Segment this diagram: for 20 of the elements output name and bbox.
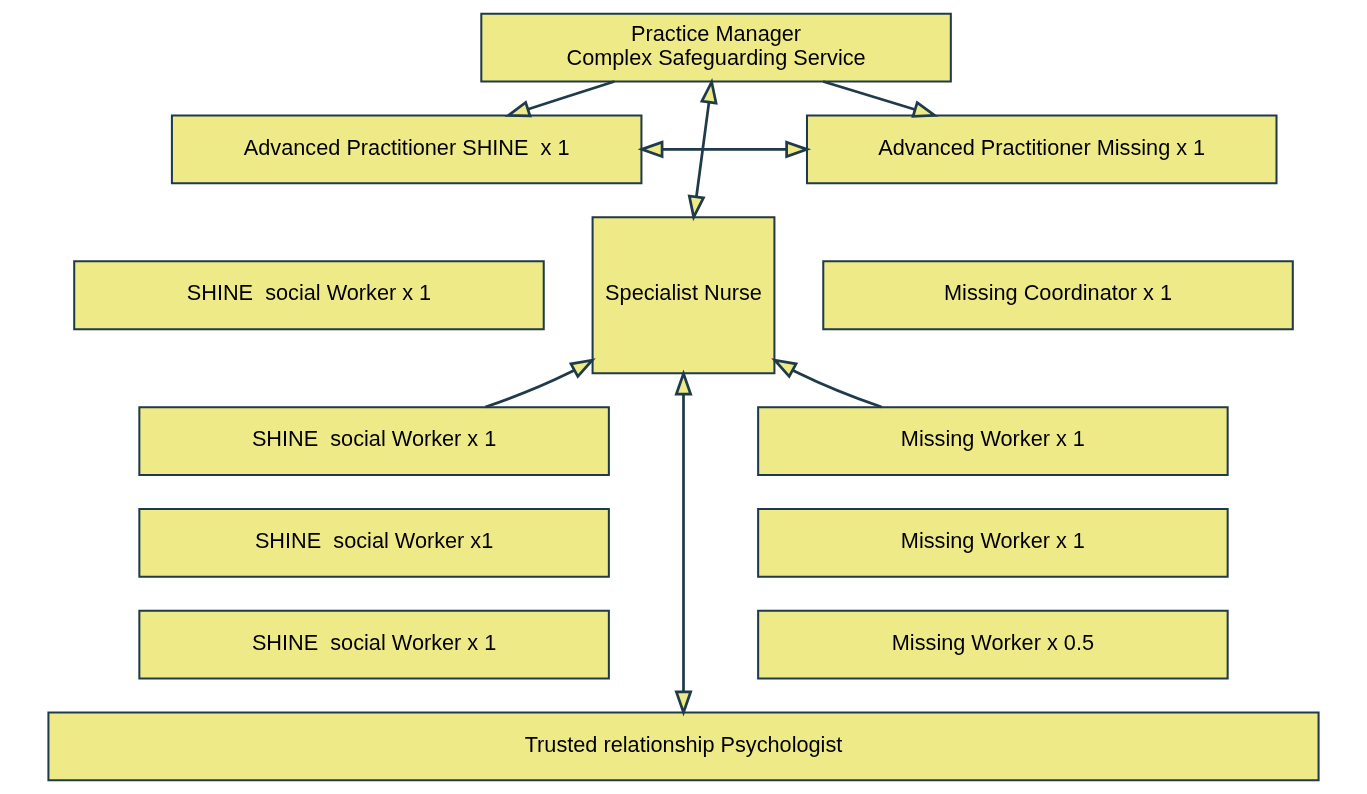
arrow — [771, 358, 883, 409]
node-box: Trusted relationship Psychologist — [47, 711, 1320, 782]
node-box: Missing Worker x 0.5 — [757, 609, 1229, 680]
arrow — [674, 369, 693, 717]
node-box: SHINE social Worker x 1 — [138, 406, 610, 477]
arrow — [504, 80, 615, 118]
node-box: SHINE social Worker x 1 — [73, 260, 545, 331]
node-box: Missing Worker x 1 — [757, 406, 1229, 477]
node-box: Specialist Nurse — [591, 216, 776, 375]
node-box: Advanced Practitioner Missing x 1 — [805, 114, 1278, 185]
node-box: SHINE social Worker x 1 — [138, 609, 610, 680]
node-box: Missing Coordinator x 1 — [822, 260, 1294, 331]
arrow — [822, 80, 939, 118]
node-box: Advanced Practitioner SHINE x 1 — [170, 114, 643, 185]
arrow — [637, 140, 812, 159]
arrow — [484, 358, 596, 409]
node-box: SHINE social Worker x1 — [138, 507, 610, 578]
arrow — [687, 77, 718, 222]
node-box: Practice Manager Complex Safeguarding Service — [480, 12, 952, 83]
node-box: Missing Worker x 1 — [757, 507, 1229, 578]
